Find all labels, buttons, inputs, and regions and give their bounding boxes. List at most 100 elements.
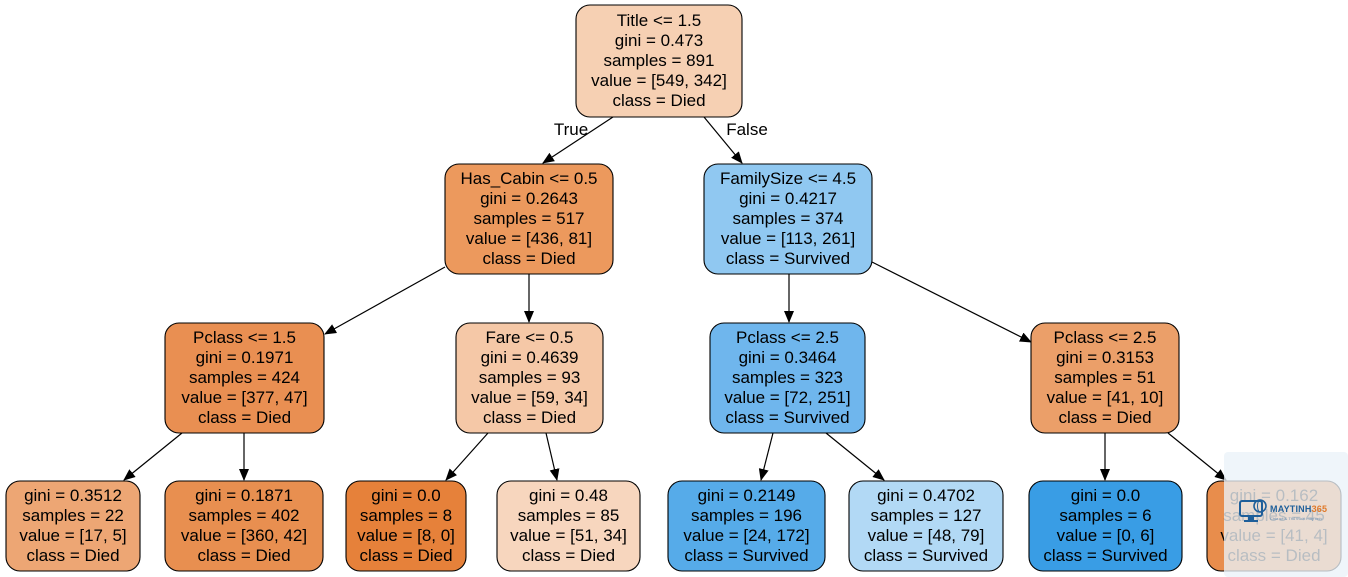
edge-arrow-n4-n9 — [445, 432, 489, 481]
tree-node-box — [667, 480, 826, 572]
tree-node-line: value = [436, 81] — [466, 229, 592, 248]
tree-node-line: samples = 402 — [188, 506, 299, 525]
tree-node-line: class = Died — [1058, 408, 1151, 427]
tree-node-line: gini = 0.3153 — [1056, 348, 1154, 367]
tree-node-line: samples = 127 — [870, 506, 981, 525]
tree-node-line: class = Survived — [864, 546, 988, 565]
tree-node-line: value = [377, 47] — [181, 388, 307, 407]
tree-node-line: FamilySize <= 4.5 — [720, 169, 856, 188]
tree-node-line: gini = 0.1971 — [196, 348, 294, 367]
edge-arrow-n3-n7 — [123, 432, 183, 481]
tree-node-box — [1030, 322, 1180, 434]
edge-arrow-n6-n14 — [1167, 432, 1227, 481]
tree-node-line: value = [59, 34] — [471, 388, 588, 407]
tree-node-box — [709, 322, 866, 434]
tree-node-line: class = Died — [483, 408, 576, 427]
edge-arrow-n5-n12 — [825, 432, 885, 481]
monitor-globe-icon — [1239, 499, 1267, 522]
tree-node-box — [345, 480, 467, 572]
tree-node-line: class = Died — [26, 546, 119, 565]
tree-node-box — [848, 480, 1004, 572]
tree-node-line: samples = 6 — [1059, 506, 1151, 525]
edge-arrow-n1-n3 — [324, 266, 446, 335]
tree-node-box — [703, 163, 873, 275]
tree-node-line: class = Died — [612, 91, 705, 110]
tree-node-line: class = Died — [198, 408, 291, 427]
tree-node-line: value = [41, 10] — [1047, 388, 1164, 407]
tree-node-line: gini = 0.3512 — [24, 486, 122, 505]
tree-node-line: samples = 517 — [473, 209, 584, 228]
tree-node-line: value = [17, 5] — [19, 526, 126, 545]
tree-node-line: gini = 0.2149 — [698, 486, 796, 505]
watermark: MAYTINH365 Chia sẻ & Thủ thuật máy tính — [1224, 452, 1348, 577]
watermark-brand: MAYTINH365 — [1270, 504, 1328, 514]
tree-node-line: class = Survived — [1043, 546, 1167, 565]
edge-arrow-n4-n10 — [545, 432, 560, 481]
tree-node-line: Has_Cabin <= 0.5 — [460, 169, 597, 188]
tree-node-line: class = Died — [522, 546, 615, 565]
tree-node-line: samples = 424 — [189, 368, 300, 387]
tree-node-line: class = Died — [359, 546, 452, 565]
tree-node-line: samples = 196 — [691, 506, 802, 525]
tree-node-line: samples = 374 — [732, 209, 843, 228]
tree-node-line: samples = 8 — [360, 506, 452, 525]
tree-node-line: gini = 0.0 — [1071, 486, 1140, 505]
edge-arrow-n0-n1 — [542, 116, 614, 164]
tree-node-line: Pclass <= 1.5 — [193, 328, 296, 347]
tree-node-line: Title <= 1.5 — [617, 11, 701, 30]
tree-node-line: gini = 0.4702 — [877, 486, 975, 505]
tree-node-line: samples = 93 — [479, 368, 581, 387]
tree-node-box — [455, 322, 604, 434]
tree-node-box — [444, 163, 614, 275]
tree-node-box — [5, 480, 141, 572]
tree-node-line: gini = 0.48 — [529, 486, 608, 505]
tree-node-line: class = Survived — [684, 546, 808, 565]
tree-node-line: value = [48, 79] — [868, 526, 985, 545]
tree-node-line: value = [24, 172] — [683, 526, 809, 545]
tree-node-line: gini = 0.473 — [615, 31, 703, 50]
tree-node-line: value = [72, 251] — [724, 388, 850, 407]
tree-node-line: samples = 51 — [1054, 368, 1156, 387]
edge-arrow-n0-n2 — [703, 116, 743, 164]
tree-node-box — [1028, 480, 1183, 572]
tree-node-line: value = [549, 342] — [591, 71, 727, 90]
tree-node-line: class = Survived — [726, 249, 850, 268]
tree-node-line: class = Survived — [725, 408, 849, 427]
tree-node-line: class = Died — [197, 546, 290, 565]
tree-node-line: value = [0, 6] — [1057, 526, 1155, 545]
tree-node-line: samples = 323 — [732, 368, 843, 387]
tree-node-line: value = [8, 0] — [357, 526, 455, 545]
tree-node-line: value = [113, 261] — [721, 229, 855, 248]
tree-node-line: Fare <= 0.5 — [486, 328, 574, 347]
tree-node-line: samples = 22 — [22, 506, 124, 525]
tree-node-box — [496, 480, 641, 572]
edge-arrow-n2-n6 — [871, 261, 1032, 343]
edge-arrow-n5-n11 — [758, 432, 774, 481]
tree-node-line: samples = 85 — [518, 506, 620, 525]
tree-node-line: gini = 0.0 — [371, 486, 440, 505]
tree-node-box — [164, 322, 325, 434]
tree-node-line: samples = 891 — [603, 51, 714, 70]
tree-node-box — [164, 480, 324, 572]
tree-node-line: gini = 0.3464 — [739, 348, 837, 367]
tree-node-line: value = [360, 42] — [181, 526, 307, 545]
edge-label-false: False — [726, 120, 768, 139]
tree-node-line: Pclass <= 2.5 — [1053, 328, 1156, 347]
tree-node-line: value = [51, 34] — [510, 526, 627, 545]
